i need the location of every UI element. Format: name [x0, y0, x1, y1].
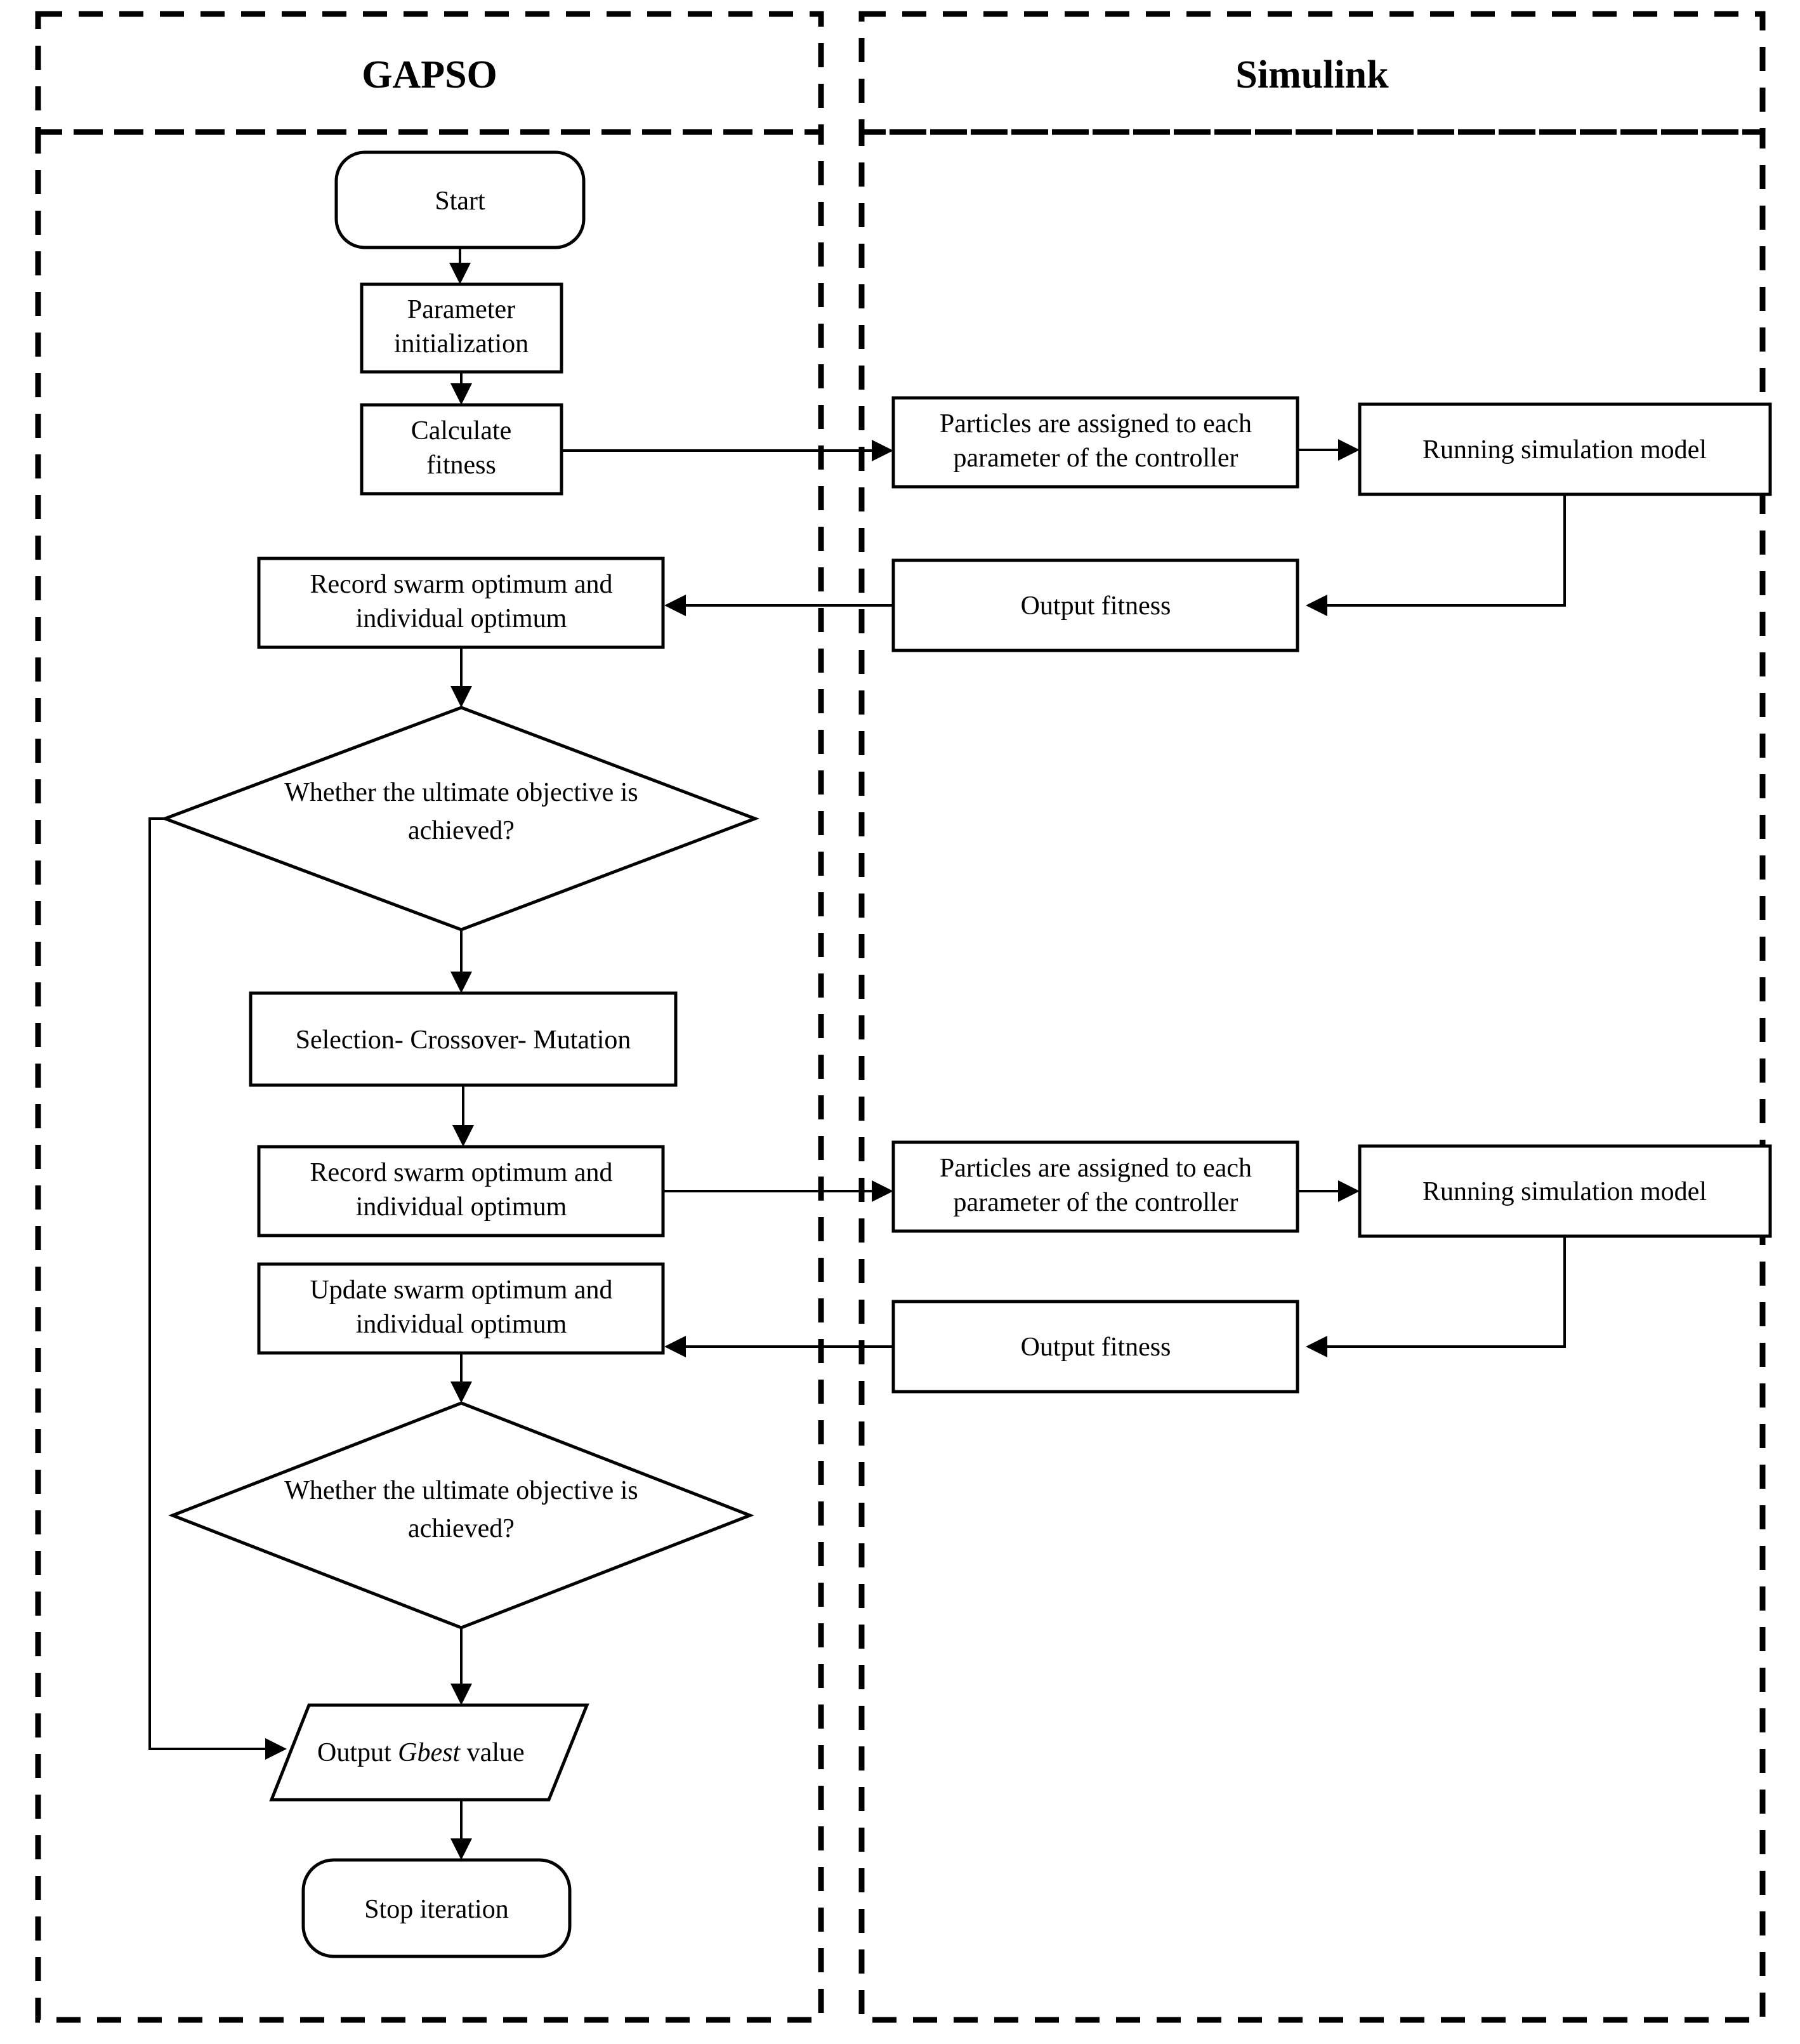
node-assign-1-label-line2: parameter of the controller	[954, 444, 1238, 473]
node-assign-2[interactable]	[891, 1140, 1299, 1233]
node-record-1-label-line1: Record swarm optimum and	[310, 570, 612, 599]
node-record-2-label-line1: Record swarm optimum and	[310, 1158, 612, 1187]
node-output-gbest-label-pre: Output	[317, 1738, 398, 1767]
arrowhead-stop	[450, 1838, 472, 1860]
arrowhead-calc-fitness	[450, 383, 472, 405]
node-decision-2-label-line1: Whether the ultimate objective is	[284, 1476, 638, 1505]
node-output-gbest-label-post: value	[460, 1738, 524, 1767]
arrowhead-assign1	[872, 440, 893, 461]
node-decision-2-label-line2: achieved?	[408, 1514, 515, 1543]
lane-title-gapso: GAPSO	[362, 53, 497, 96]
node-calc-fitness-label-line2: fitness	[426, 451, 496, 480]
node-run-sim-2[interactable]	[1358, 1144, 1772, 1238]
node-output-gbest[interactable]	[269, 1703, 589, 1802]
lane-body-gapso	[35, 129, 824, 2023]
node-update[interactable]	[257, 1262, 665, 1355]
arrowhead-param-init	[449, 263, 471, 284]
node-assign-2-label-line1: Particles are assigned to each	[940, 1154, 1252, 1183]
node-gene-ops-label: Selection- Crossover- Mutation	[296, 1025, 631, 1055]
arrowhead-outfit2	[1306, 1336, 1327, 1357]
node-start-label: Start	[435, 187, 485, 216]
lane-title-simulink: Simulink	[1235, 53, 1389, 96]
node-calc-fitness[interactable]	[360, 403, 563, 496]
node-assign-2-label-line2: parameter of the controller	[954, 1188, 1238, 1217]
arrowhead-gbest-feedback	[265, 1738, 287, 1760]
node-output-gbest-label: Output Gbest value	[317, 1738, 525, 1767]
node-output-gbest-label-em: Gbest	[398, 1738, 461, 1767]
arrowhead-decision1	[450, 686, 472, 708]
node-record-2-label-line2: individual optimum	[356, 1192, 567, 1222]
arrowhead-update	[664, 1336, 686, 1357]
arrowhead-runsim2	[1338, 1180, 1360, 1202]
node-run-sim-1-label: Running simulation model	[1422, 435, 1707, 465]
arrowhead-gene-ops	[450, 972, 472, 993]
arrowhead-assign2	[872, 1180, 893, 1202]
node-assign-1-label-line1: Particles are assigned to each	[940, 409, 1252, 438]
node-run-sim-1[interactable]	[1358, 402, 1772, 496]
node-param-init[interactable]	[360, 282, 563, 374]
node-stop-label: Stop iteration	[364, 1895, 508, 1924]
edge-decision1-feedback-to-gbest	[148, 817, 273, 1750]
arrowhead-outfit1	[1306, 595, 1327, 616]
node-update-label-line1: Update swarm optimum and	[310, 1276, 612, 1305]
node-out-fit-1-label: Output fitness	[1021, 591, 1171, 621]
node-run-sim-2-label: Running simulation model	[1422, 1177, 1707, 1206]
node-param-init-label-line1: Parameter	[407, 295, 515, 324]
edge-runsim2-to-outfit2	[1318, 1236, 1566, 1348]
node-record-1-label-line2: individual optimum	[356, 604, 567, 633]
arrowhead-gbest	[450, 1684, 472, 1705]
arrowhead-decision2	[450, 1381, 472, 1403]
node-out-fit-2[interactable]	[891, 1300, 1299, 1394]
node-decision-1-label-line2: achieved?	[408, 816, 515, 845]
node-record-2[interactable]	[257, 1145, 665, 1237]
node-gene-ops[interactable]	[249, 991, 678, 1087]
node-update-label-line2: individual optimum	[356, 1310, 567, 1339]
node-calc-fitness-label-line1: Calculate	[411, 416, 512, 445]
node-stop[interactable]	[301, 1858, 572, 1958]
node-decision-1-label-line1: Whether the ultimate objective is	[284, 778, 638, 807]
edge-runsim1-to-outfit1	[1318, 494, 1566, 607]
arrowhead-record2	[452, 1125, 474, 1147]
node-assign-1[interactable]	[891, 396, 1299, 489]
arrowhead-runsim1	[1338, 439, 1360, 461]
node-param-init-label-line2: initialization	[394, 329, 529, 359]
arrowhead-record1	[664, 595, 686, 616]
node-out-fit-2-label: Output fitness	[1021, 1333, 1171, 1362]
lane-body-simulink	[858, 129, 1766, 2023]
